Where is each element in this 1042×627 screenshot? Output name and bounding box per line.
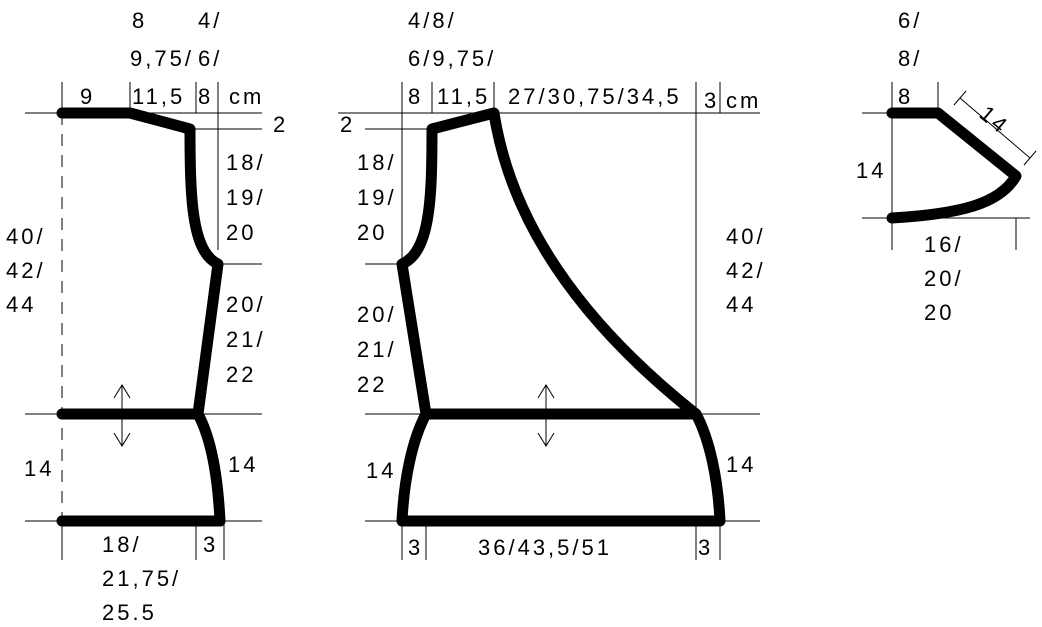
front-top-width-4: 3 (704, 88, 719, 113)
front-bottom-left: 3 (408, 535, 423, 560)
back-piece: 9 8 9,75/ 11,5 4/ 6/ 8 cm 2 18/ 19/ 20 4… (6, 8, 288, 625)
back-top-width-2a: 8 (132, 8, 147, 33)
front-side-3: 22 (357, 372, 387, 397)
sleeve-diagonal-dimension (953, 90, 1037, 166)
sleeve-bottom-width-1: 16/ (924, 232, 964, 257)
back-top-width-3a: 4/ (198, 8, 222, 33)
front-side-2: 21/ (357, 337, 397, 362)
back-bottom-width-2: 21,75/ (102, 566, 181, 591)
front-total-height-3: 44 (726, 292, 756, 317)
back-side-3: 22 (226, 362, 256, 387)
front-rib (396, 408, 726, 527)
front-piece: 4/8/ 6/9,75/ 8 11,5 27/30,75/34,5 3 cm 2… (338, 8, 766, 560)
back-side-1: 20/ (226, 292, 266, 317)
back-total-height-3: 44 (6, 292, 36, 317)
back-armhole-1: 18/ (226, 150, 266, 175)
back-rib-height-right: 14 (228, 452, 258, 477)
back-armhole-2: 19/ (226, 185, 266, 210)
back-top-width-1: 9 (80, 84, 95, 109)
sleeve-outline (886, 107, 1022, 224)
front-total-height-1: 40/ (726, 224, 766, 249)
back-top-width-2c: 11,5 (132, 84, 185, 109)
back-side-2: 21/ (226, 327, 266, 352)
front-outline (396, 107, 702, 420)
front-armhole-3: 20 (357, 220, 387, 245)
front-length-arrow (537, 384, 555, 447)
sleeve-bottom-width-2: 20/ (924, 266, 964, 291)
front-unit-label: cm (726, 88, 761, 113)
back-shoulder-drop: 2 (273, 112, 288, 137)
back-length-arrow (113, 384, 131, 447)
back-bottom-width-1: 18/ (102, 532, 142, 557)
front-side-1: 20/ (357, 302, 397, 327)
back-armhole-3: 20 (226, 220, 256, 245)
sleeve-top-width-1: 6/ (898, 8, 922, 33)
sleeve-height-label: 14 (856, 158, 886, 183)
back-bottom-extra: 3 (203, 532, 218, 557)
front-rib-height-left: 14 (366, 458, 396, 483)
back-unit-label: cm (229, 84, 264, 109)
back-top-width-3c: 8 (198, 84, 213, 109)
front-top-width-2: 11,5 (437, 84, 490, 109)
front-shoulder-drop: 2 (340, 112, 355, 137)
back-total-height-2: 42/ (6, 258, 46, 283)
sleeve-top-width-3: 8 (898, 84, 913, 109)
front-rib-height-right: 14 (726, 452, 756, 477)
back-bottom-width-3: 25.5 (102, 600, 157, 625)
back-rib-side (192, 408, 226, 527)
front-top-width-1c: 8 (408, 84, 423, 109)
front-top-width-3: 27/30,75/34,5 (508, 84, 682, 109)
sleeve-diagonal-label: 14 (975, 101, 1014, 140)
front-bottom-width: 36/43,5/51 (478, 535, 612, 560)
back-outline-top (56, 107, 224, 420)
sleeve-top-width-2: 8/ (898, 46, 922, 71)
front-armhole-2: 19/ (357, 185, 397, 210)
front-total-height-2: 42/ (726, 258, 766, 283)
back-total-height-1: 40/ (6, 224, 46, 249)
front-top-width-1b: 6/9,75/ (408, 46, 496, 71)
sleeve-piece: 6/ 8/ 8 14 14 16/ 20/ 20 (856, 8, 1037, 325)
back-rib-height-left: 14 (24, 456, 54, 481)
front-bottom-right: 3 (698, 535, 713, 560)
sleeve-bottom-width-3: 20 (924, 300, 954, 325)
back-top-width-3b: 6/ (198, 46, 222, 71)
back-top-width-2b: 9,75/ (130, 46, 194, 71)
front-top-width-1a: 4/8/ (408, 8, 457, 33)
front-armhole-1: 18/ (357, 150, 397, 175)
